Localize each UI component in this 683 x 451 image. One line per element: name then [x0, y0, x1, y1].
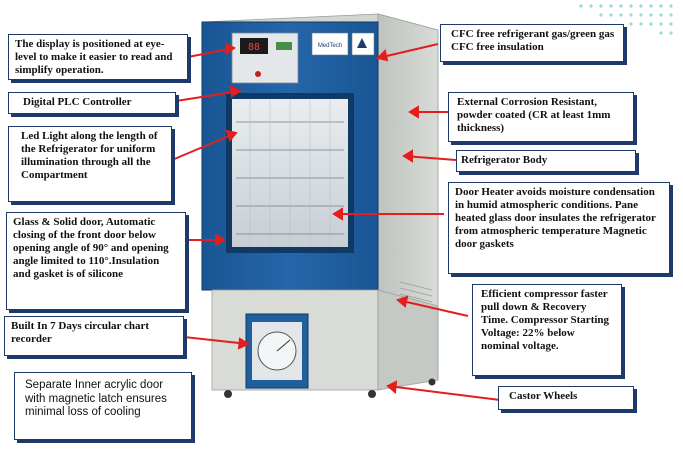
- castor-wheel-left: [224, 390, 232, 398]
- callout-led: Led Light along the length of the Refrig…: [8, 126, 172, 202]
- display-screen: [240, 38, 268, 54]
- arrow-wheels: [387, 385, 501, 401]
- callout-door-heater: Door Heater avoids moisture condensation…: [448, 182, 670, 274]
- arrow-plc: [175, 90, 241, 102]
- chart-recorder-needle: [276, 339, 291, 352]
- decorative-dots: [579, 4, 673, 35]
- callout-wheels: Castor Wheels: [498, 386, 634, 410]
- callout-cfc: CFC free refrigerant gas/green gas CFC f…: [440, 24, 624, 62]
- callout-compressor: Efficient compressor faster pull down & …: [472, 284, 622, 376]
- callout-inner-door: Separate Inner acrylic door with magneti…: [14, 372, 192, 440]
- arrow-compressor: [397, 299, 469, 317]
- castor-wheel-back: [428, 378, 436, 386]
- logo-mark: [357, 38, 367, 48]
- control-button: [276, 42, 292, 50]
- pointer-arrows: [171, 42, 501, 401]
- arrow-chart-recorder: [183, 336, 249, 345]
- brand-label: MedTech: [318, 43, 342, 49]
- callout-glass-door: Glass & Solid door, Automatic closing of…: [6, 212, 186, 310]
- castor-wheel-right: [368, 390, 376, 398]
- base-side: [377, 289, 439, 391]
- callout-body: Refrigerator Body: [456, 150, 636, 172]
- callout-display: The display is positioned at eye-level t…: [8, 34, 188, 80]
- callout-plc: Digital PLC Controller: [8, 92, 176, 114]
- callout-chart-recorder: Built In 7 Days circular chart recorder: [4, 316, 184, 356]
- arrow-led: [171, 132, 237, 161]
- arrow-cfc: [377, 43, 439, 59]
- control-knob: [255, 71, 261, 77]
- brand-plate: [311, 32, 349, 56]
- display-reading: 88: [248, 42, 260, 53]
- callout-corrosion: External Corrosion Resistant, powder coa…: [448, 92, 634, 142]
- shelf-rods: [249, 100, 331, 246]
